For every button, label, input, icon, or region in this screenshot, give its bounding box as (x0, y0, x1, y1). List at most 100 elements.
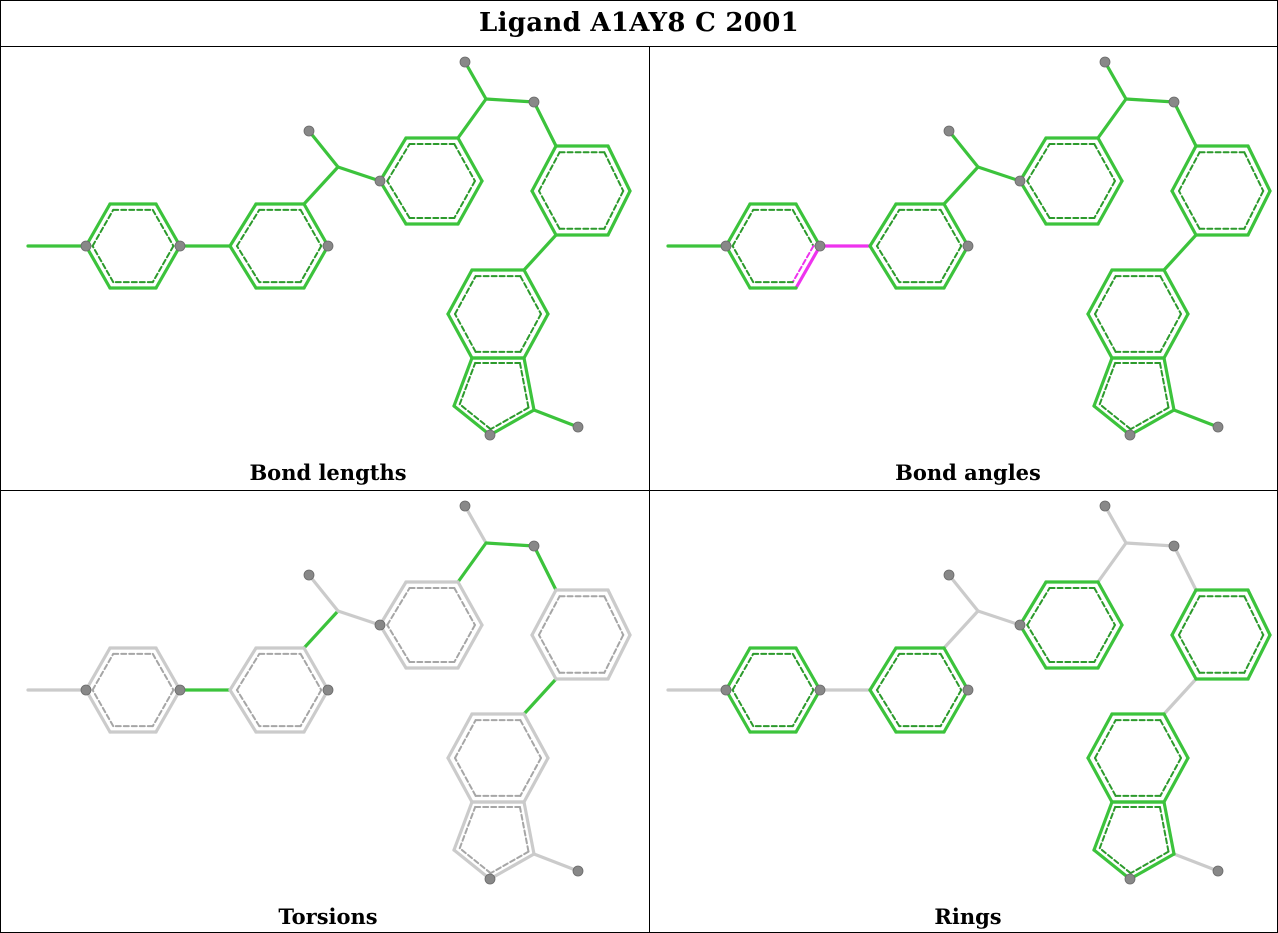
bond-line (1086, 312, 1114, 360)
aromatic-dash (1129, 406, 1170, 431)
aromatic-dash (875, 652, 901, 691)
bond-line (724, 646, 752, 692)
atom-marker (814, 684, 826, 696)
bond-line (1096, 136, 1124, 183)
bond-line (532, 100, 558, 148)
bond-line (84, 202, 112, 248)
aromatic-dash (1177, 189, 1201, 230)
aromatic-dash (1243, 633, 1265, 674)
aromatic-dash (1094, 275, 1117, 315)
atom-marker (720, 684, 732, 696)
bond-line (336, 165, 382, 183)
atom-marker (1124, 873, 1136, 885)
bond-line (976, 609, 1022, 627)
aromatic-dash (1026, 624, 1051, 663)
aromatic-dash (91, 652, 115, 691)
bond-line (606, 633, 632, 681)
panel-caption: Bond lengths (249, 460, 407, 485)
bond-line (522, 312, 550, 360)
panel-torsions: Torsions (8, 490, 648, 932)
aromatic-dash (453, 180, 476, 219)
aromatic-dash (518, 361, 530, 409)
bond-line (84, 688, 112, 734)
bond-line (154, 646, 182, 692)
bond-line (154, 688, 182, 734)
aromatic-dash (386, 624, 411, 663)
atom-marker (1168, 540, 1180, 552)
bond-line (1172, 408, 1220, 429)
aromatic-dash (1094, 757, 1117, 797)
bond-line (1124, 541, 1176, 548)
bond-line (942, 646, 970, 692)
bond-line (446, 756, 474, 804)
panel-bond-angles: Bond angles (648, 46, 1278, 488)
bond-line (1092, 356, 1114, 408)
bond-line (1170, 633, 1198, 681)
bond-line (942, 688, 970, 734)
atom-marker (322, 684, 334, 696)
atom-marker (1099, 500, 1111, 512)
aromatic-dash (1177, 595, 1201, 636)
aromatic-dash (791, 245, 815, 284)
bond-line (530, 144, 558, 193)
aromatic-dash (537, 633, 561, 674)
atom-marker (1014, 619, 1026, 631)
aromatic-dash (1026, 587, 1051, 626)
bond-line (488, 408, 536, 437)
atom-marker (572, 421, 584, 433)
atom-marker (1124, 429, 1136, 441)
atom-marker (484, 873, 496, 885)
aromatic-dash (791, 652, 815, 691)
atom-marker (80, 684, 92, 696)
aromatic-dash (235, 652, 261, 691)
bond-line (452, 404, 492, 437)
panel-caption: Torsions (278, 904, 378, 929)
bond-line (1096, 97, 1128, 140)
bond-line (456, 136, 484, 183)
bond-line (446, 712, 474, 760)
atom-marker (962, 240, 974, 252)
aromatic-dash (454, 719, 477, 759)
aromatic-dash (791, 208, 815, 247)
aromatic-dash (454, 757, 477, 797)
bond-line (532, 408, 580, 429)
panel-bond-lengths: Bond lengths (8, 46, 648, 488)
bond-line (522, 677, 558, 716)
bond-line (302, 688, 330, 734)
bond-line (1092, 404, 1132, 437)
aromatic-dash (1098, 847, 1132, 875)
bond-line (942, 609, 980, 650)
aromatic-dash (1026, 143, 1051, 182)
aromatic-dash (299, 245, 323, 284)
bond-line (452, 356, 474, 408)
aromatic-dash (299, 652, 323, 691)
aromatic-dash (1093, 624, 1116, 663)
bond-line (1018, 580, 1048, 627)
atom-marker (1168, 96, 1180, 108)
aromatic-dash (151, 689, 175, 728)
aromatic-dash (1098, 361, 1117, 406)
aromatic-dash (1243, 189, 1265, 230)
molecule-diagram-rings (666, 500, 1272, 885)
molecule-diagram-torsions (26, 500, 632, 885)
bond-line (302, 165, 340, 206)
atom-marker (814, 240, 826, 252)
aromatic-dash (519, 757, 542, 797)
bond-line (378, 580, 408, 627)
bond-line (530, 588, 558, 637)
bond-line (456, 97, 488, 140)
bond-line (522, 268, 550, 316)
bond-line (868, 646, 898, 692)
aromatic-dash (458, 361, 477, 406)
atom-marker (572, 865, 584, 877)
aromatic-dash (454, 275, 477, 315)
aromatic-dash (1129, 850, 1170, 875)
aromatic-dash (1158, 805, 1170, 853)
aromatic-dash (791, 689, 815, 728)
aromatic-dash (299, 208, 323, 247)
aromatic-dash (519, 719, 542, 759)
figure-title: Ligand A1AY8 C 2001 (1, 1, 1277, 47)
bond-line (1162, 233, 1198, 272)
bond-line (484, 97, 536, 104)
bond-line (942, 165, 980, 206)
